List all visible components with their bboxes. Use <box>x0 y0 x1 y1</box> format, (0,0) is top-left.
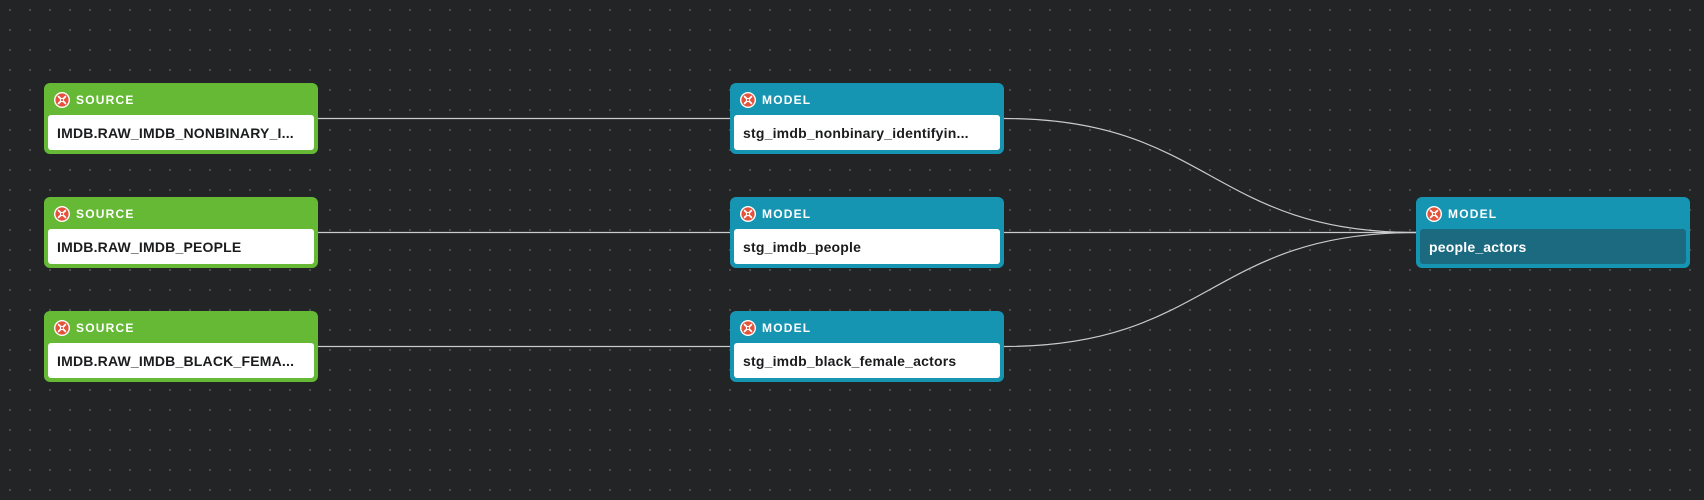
node-body: people_actors <box>1420 229 1686 264</box>
node-header: SOURCE <box>48 87 314 113</box>
node-body: stg_imdb_black_female_actors <box>734 343 1000 378</box>
node-name: IMDB.RAW_IMDB_NONBINARY_I... <box>57 124 294 141</box>
node-name: stg_imdb_nonbinary_identifyin... <box>743 124 969 141</box>
node-type-label: MODEL <box>762 321 812 335</box>
node-type-label: MODEL <box>762 93 812 107</box>
node-body: IMDB.RAW_IMDB_NONBINARY_I... <box>48 115 314 150</box>
node-name: stg_imdb_people <box>743 238 862 255</box>
dbt-logo-icon <box>54 92 70 108</box>
model-node-stg-imdb-black-female-actors[interactable]: MODEL stg_imdb_black_female_actors <box>730 311 1004 382</box>
node-body: stg_imdb_nonbinary_identifyin... <box>734 115 1000 150</box>
node-header: MODEL <box>734 87 1000 113</box>
node-name: stg_imdb_black_female_actors <box>743 352 957 369</box>
node-type-label: MODEL <box>1448 207 1498 221</box>
node-type-label: SOURCE <box>76 93 135 107</box>
node-name: people_actors <box>1429 238 1527 255</box>
source-node-raw-imdb-people[interactable]: SOURCE IMDB.RAW_IMDB_PEOPLE <box>44 197 318 268</box>
model-node-people-actors[interactable]: MODEL people_actors <box>1416 197 1690 268</box>
dbt-logo-icon <box>740 92 756 108</box>
source-node-raw-imdb-nonbinary[interactable]: SOURCE IMDB.RAW_IMDB_NONBINARY_I... <box>44 83 318 154</box>
model-node-stg-imdb-nonbinary[interactable]: MODEL stg_imdb_nonbinary_identifyin... <box>730 83 1004 154</box>
dbt-logo-icon <box>740 206 756 222</box>
edge-stg-nonbinary-to-people-actors <box>1003 117 1417 234</box>
node-body: IMDB.RAW_IMDB_PEOPLE <box>48 229 314 264</box>
dbt-logo-icon <box>1426 206 1442 222</box>
node-header: MODEL <box>1420 201 1686 227</box>
edge-stg-black-female-to-people-actors <box>1003 231 1417 348</box>
node-header: MODEL <box>734 315 1000 341</box>
dbt-logo-icon <box>54 320 70 336</box>
dbt-logo-icon <box>54 206 70 222</box>
node-header: MODEL <box>734 201 1000 227</box>
node-type-label: SOURCE <box>76 321 135 335</box>
node-body: stg_imdb_people <box>734 229 1000 264</box>
node-header: SOURCE <box>48 315 314 341</box>
node-type-label: SOURCE <box>76 207 135 221</box>
dbt-logo-icon <box>740 320 756 336</box>
node-header: SOURCE <box>48 201 314 227</box>
node-name: IMDB.RAW_IMDB_PEOPLE <box>57 238 242 255</box>
node-type-label: MODEL <box>762 207 812 221</box>
node-name: IMDB.RAW_IMDB_BLACK_FEMA... <box>57 352 295 369</box>
source-node-raw-imdb-black-female[interactable]: SOURCE IMDB.RAW_IMDB_BLACK_FEMA... <box>44 311 318 382</box>
node-body: IMDB.RAW_IMDB_BLACK_FEMA... <box>48 343 314 378</box>
model-node-stg-imdb-people[interactable]: MODEL stg_imdb_people <box>730 197 1004 268</box>
